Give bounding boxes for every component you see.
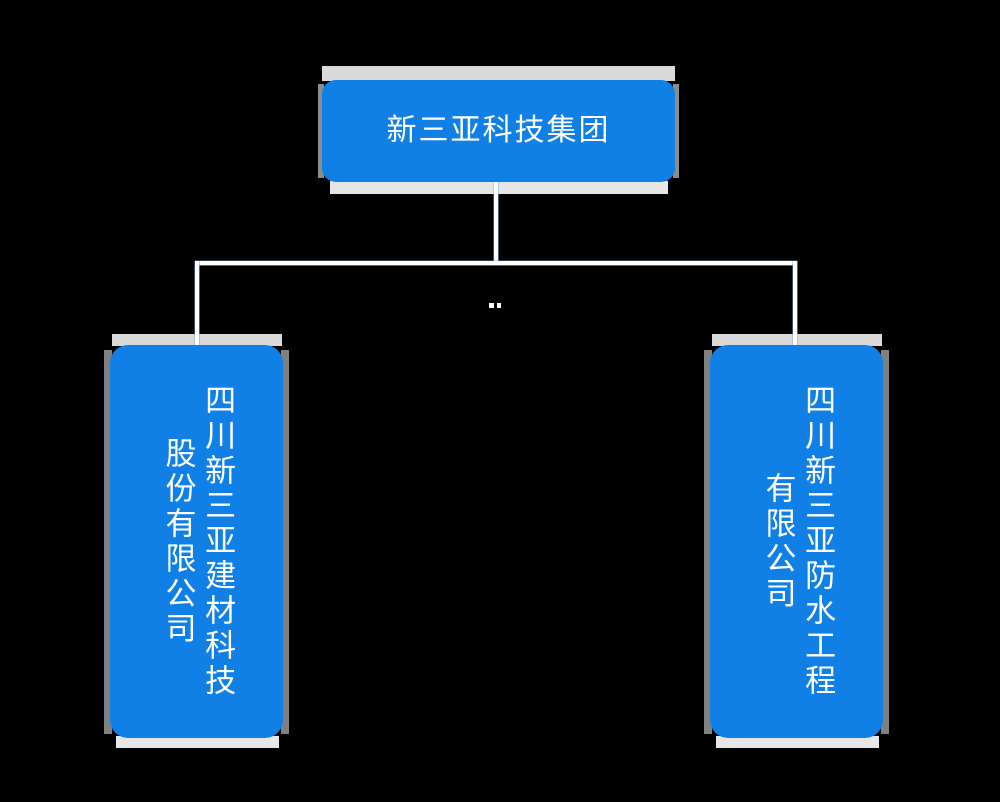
org-node-root-label: 新三亚科技集团: [386, 113, 611, 148]
artifact-speck: [489, 303, 494, 308]
halo-artifact: [330, 181, 668, 194]
artifact-speck: [497, 303, 501, 308]
org-node-child-right-label: 四川新三亚防水工程 有限公司: [759, 384, 836, 699]
halo-artifact: [322, 66, 675, 81]
org-node-root[interactable]: 新三亚科技集团: [322, 80, 675, 182]
connector-horizontal-rail: [195, 261, 797, 265]
connector-root-stem: [494, 182, 498, 264]
org-node-child-right[interactable]: 四川新三亚防水工程 有限公司: [710, 345, 883, 738]
org-node-child-left[interactable]: 四川新三亚建材科技 股份有限公司: [110, 345, 283, 738]
connector-drop-right: [793, 261, 797, 347]
org-node-child-left-label: 四川新三亚建材科技 股份有限公司: [159, 384, 236, 699]
connector-drop-left: [195, 261, 199, 347]
